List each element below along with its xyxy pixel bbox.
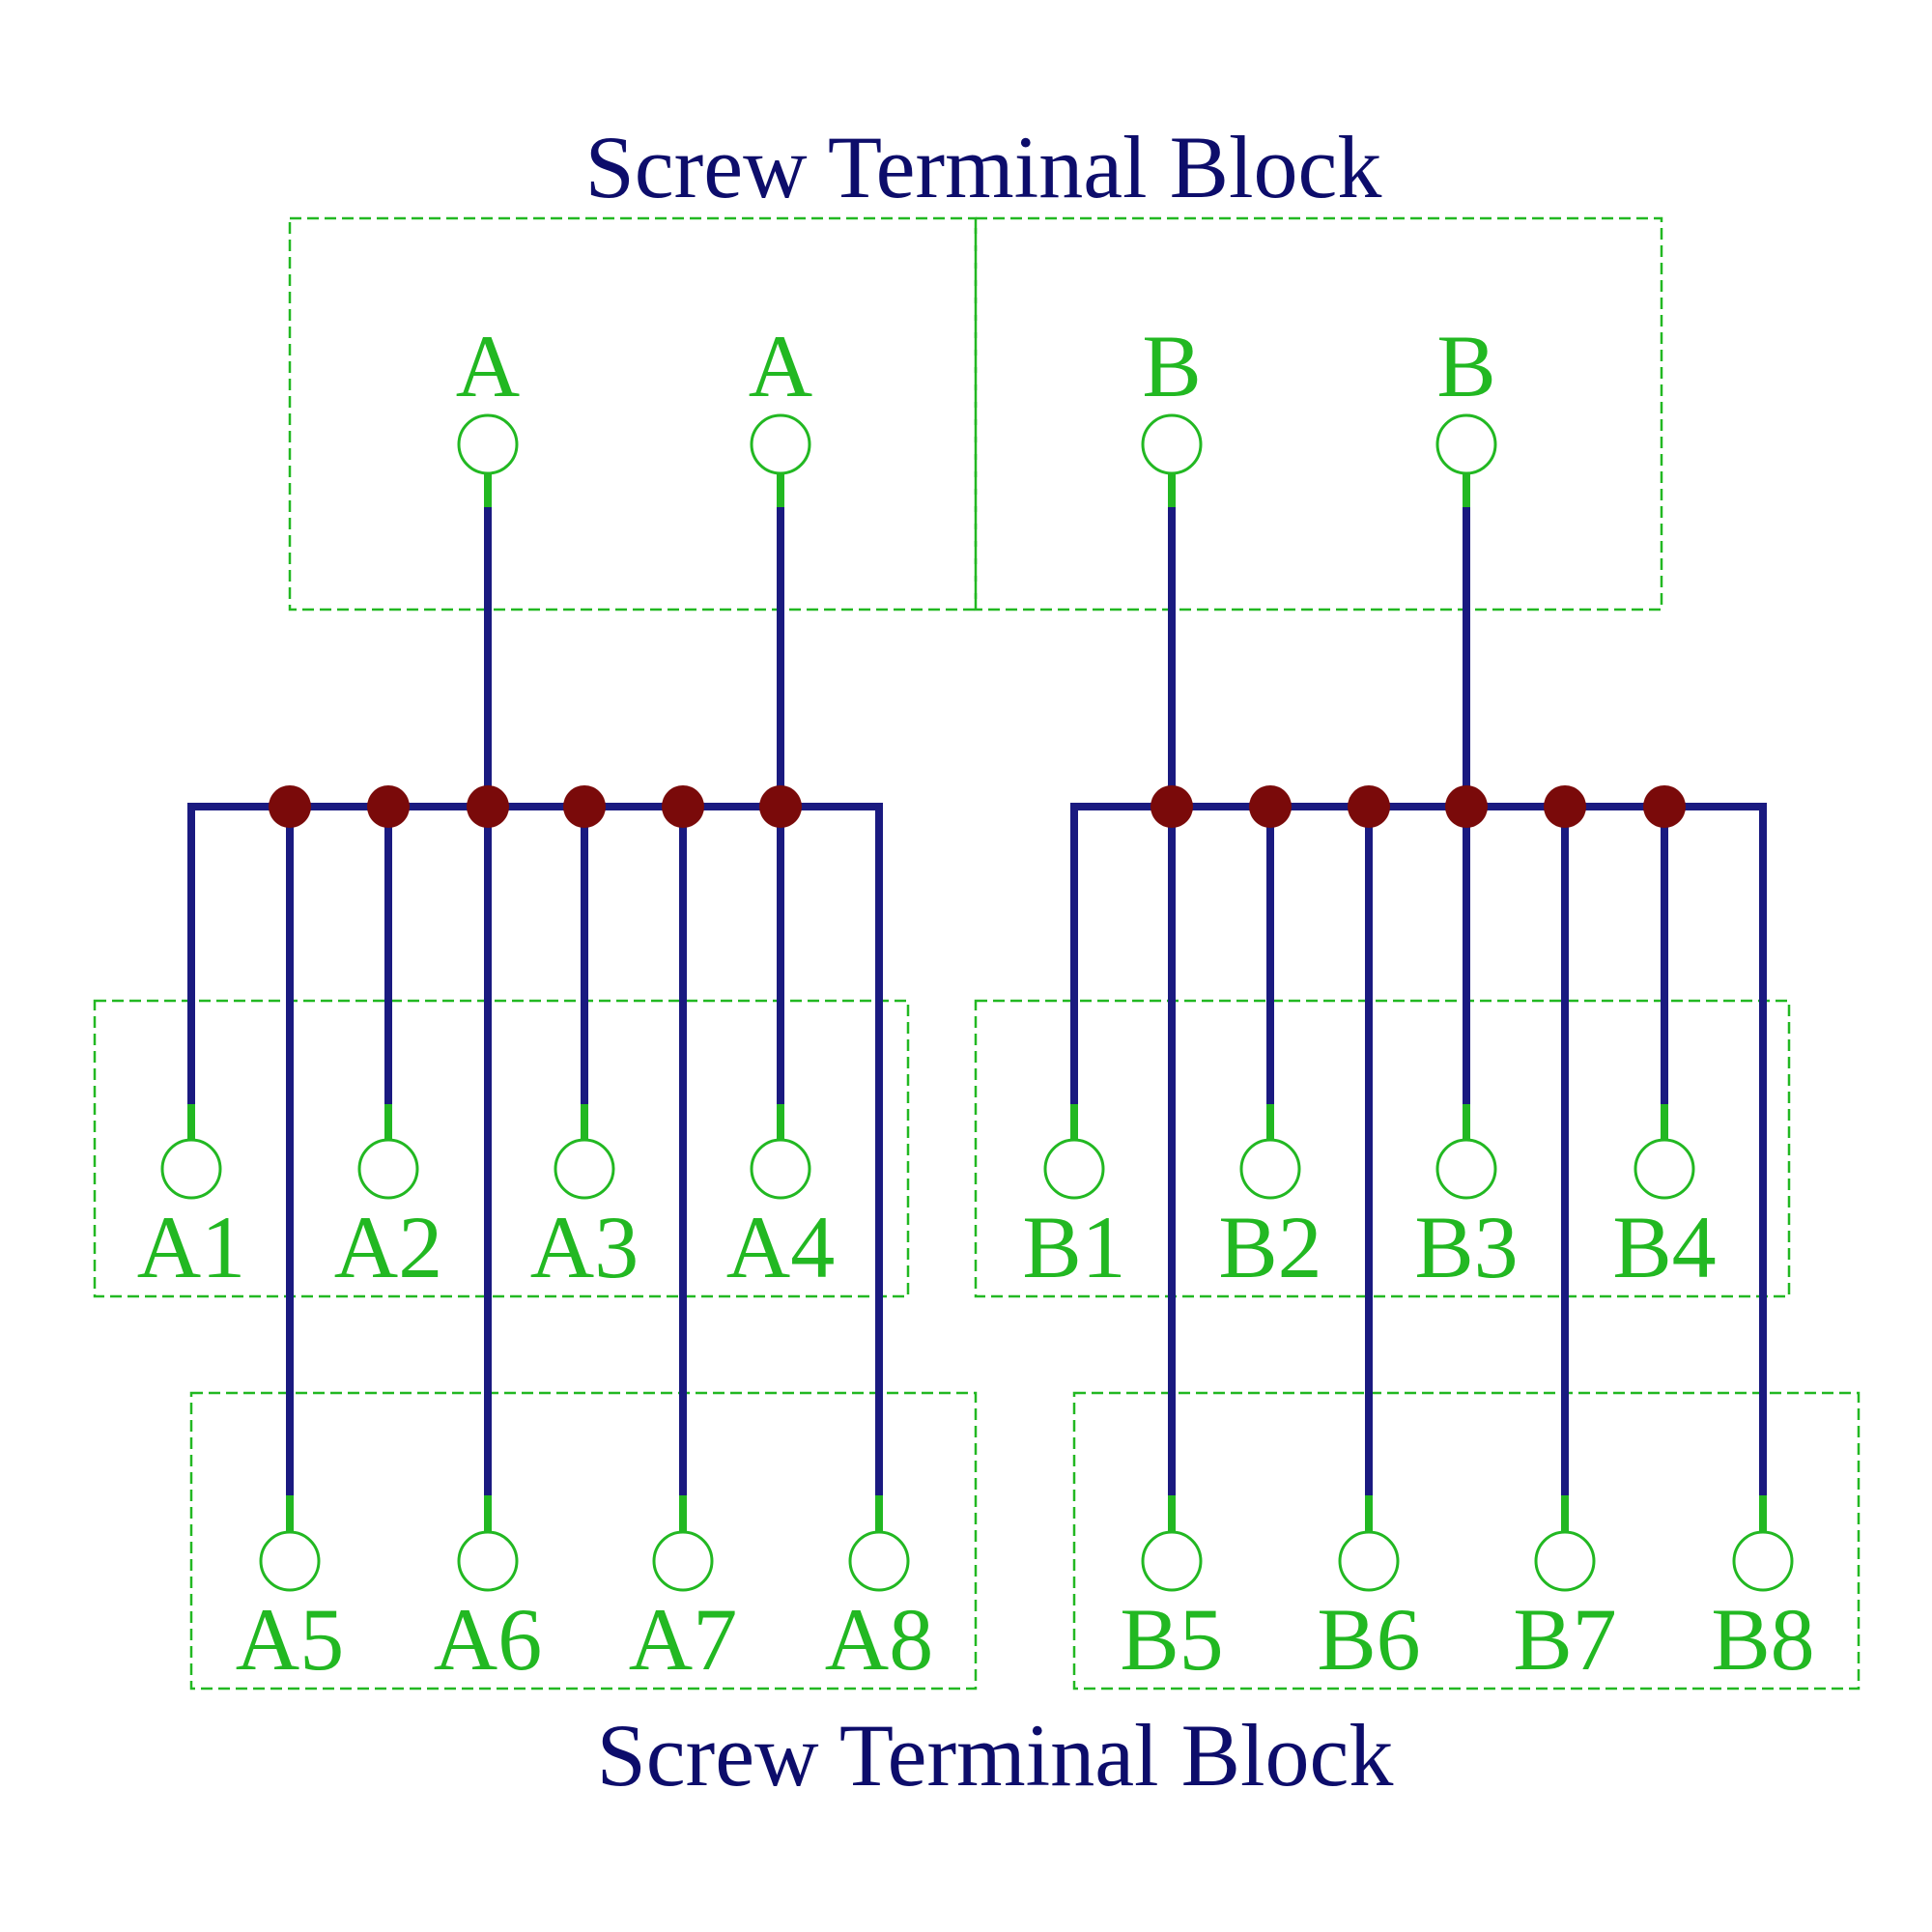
terminal-label: A5 [236, 1590, 344, 1689]
terminal-label: B [1142, 317, 1201, 415]
junction-dot [759, 785, 802, 828]
screw-terminal-a1 [160, 1138, 222, 1200]
terminal-label: A2 [334, 1198, 442, 1296]
bus-a [187, 803, 883, 1495]
screw-terminal-b5 [1141, 1530, 1203, 1592]
row2-block-a [189, 1391, 978, 1690]
terminal-label: B5 [1120, 1590, 1223, 1689]
screw-terminal-a-top-2 [750, 413, 811, 475]
row1-block-b [974, 999, 1791, 1298]
top-terminals: A A B B [456, 317, 1497, 475]
terminal-label: B8 [1711, 1590, 1814, 1689]
top-stubs [484, 473, 1470, 507]
junction-dot [367, 785, 410, 828]
screw-terminal-b2 [1239, 1138, 1301, 1200]
screw-terminal-a8 [848, 1530, 910, 1592]
screw-terminal-b8 [1732, 1530, 1794, 1592]
junction-dot [1643, 785, 1686, 828]
junction-dot [1348, 785, 1390, 828]
junction-dot [1544, 785, 1586, 828]
terminal-label: B6 [1317, 1590, 1420, 1689]
junction-dot [662, 785, 704, 828]
screw-terminal-b-top-2 [1435, 413, 1497, 475]
screw-terminal-a4 [750, 1138, 811, 1200]
terminal-label: A7 [629, 1590, 737, 1689]
terminal-label: B [1436, 317, 1495, 415]
row2-block-b [1072, 1391, 1861, 1690]
junction-dot [1249, 785, 1292, 828]
top-block-a [288, 216, 978, 611]
junction-dot [467, 785, 509, 828]
junction-dot [1151, 785, 1193, 828]
terminal-label: A [749, 317, 812, 415]
terminal-label: A4 [726, 1198, 835, 1296]
screw-terminal-b7 [1534, 1530, 1596, 1592]
terminal-label: A3 [530, 1198, 639, 1296]
terminal-label: B2 [1218, 1198, 1321, 1296]
screw-terminal-a6 [457, 1530, 519, 1592]
terminal-label: B3 [1414, 1198, 1518, 1296]
screw-terminal-a3 [554, 1138, 615, 1200]
row2-terminals: A5 A6 A7 A8 B5 B6 B7 B8 [236, 1530, 1815, 1689]
screw-terminal-b6 [1338, 1530, 1400, 1592]
screw-terminal-b1 [1043, 1138, 1105, 1200]
top-block-b [974, 216, 1663, 611]
junction-dot [269, 785, 311, 828]
group-a-wiring [187, 507, 883, 1495]
junction-dot [563, 785, 606, 828]
row1-terminals: A1 A2 A3 A4 B1 B2 B3 B4 [137, 1138, 1717, 1296]
bus-b [1070, 803, 1767, 1495]
screw-terminal-b4 [1634, 1138, 1695, 1200]
screw-terminal-b-top-1 [1141, 413, 1203, 475]
row1-stubs [187, 1104, 1668, 1140]
group-b-wiring [1070, 507, 1767, 1495]
top-title: Screw Terminal Block [585, 118, 1382, 216]
screw-terminal-a2 [357, 1138, 419, 1200]
screw-terminal-a5 [259, 1530, 321, 1592]
junction-dot [1445, 785, 1488, 828]
terminal-label: B1 [1022, 1198, 1125, 1296]
row1-block-a [93, 999, 910, 1298]
screw-terminal-a-top-1 [457, 413, 519, 475]
screw-terminal-a7 [652, 1530, 714, 1592]
terminal-label: A [456, 317, 520, 415]
terminal-label: B4 [1612, 1198, 1716, 1296]
terminal-label: B7 [1513, 1590, 1616, 1689]
terminal-label: A6 [434, 1590, 542, 1689]
bottom-title: Screw Terminal Block [597, 1706, 1394, 1804]
junction-dots [269, 785, 1686, 828]
terminal-label: A8 [825, 1590, 933, 1689]
screw-terminal-b3 [1435, 1138, 1497, 1200]
row2-stubs [286, 1495, 1767, 1532]
terminal-label: A1 [137, 1198, 245, 1296]
